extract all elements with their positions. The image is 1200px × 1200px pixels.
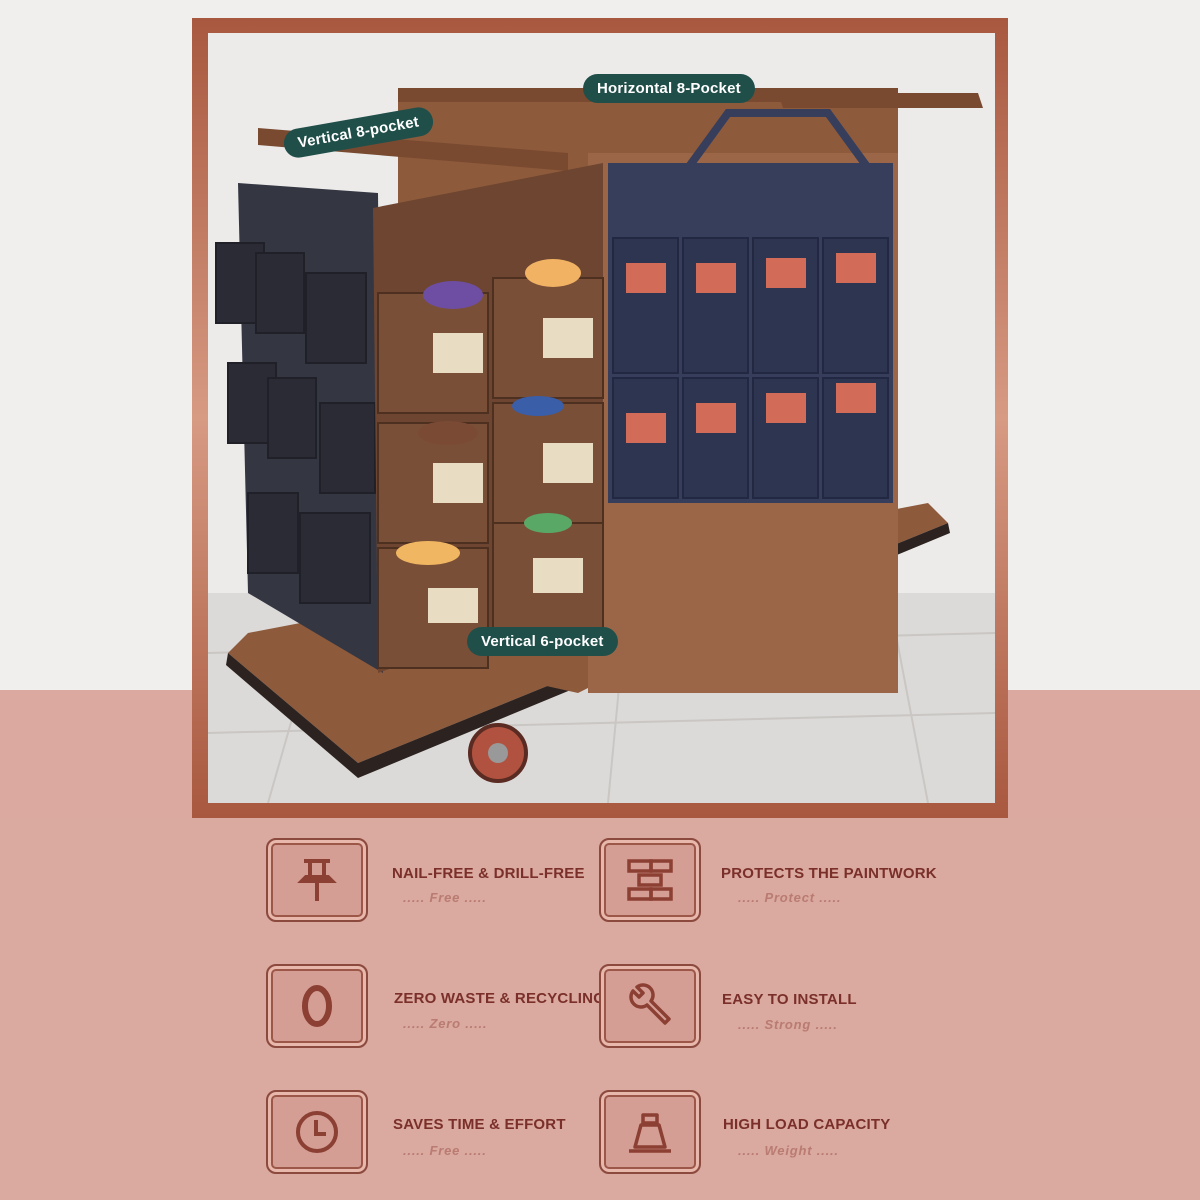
brick-wall-icon — [599, 838, 701, 922]
feature-subtitle: ..... Weight ..... — [738, 1143, 839, 1158]
feature-subtitle: ..... Strong ..... — [738, 1017, 838, 1032]
feature-title: ZERO WASTE & RECYCLING — [394, 990, 606, 1007]
feature-title: NAIL-FREE & DRILL-FREE — [392, 865, 585, 882]
feature-subtitle: ..... Free ..... — [403, 890, 487, 905]
callout-vertical-6-pocket: Vertical 6-pocket — [467, 627, 618, 656]
feature-title: PROTECTS THE PAINTWORK — [721, 865, 937, 882]
clock-icon — [266, 1090, 368, 1174]
feature-title: EASY TO INSTALL — [722, 991, 857, 1008]
pushpin-icon — [266, 838, 368, 922]
callout-horizontal-8-pocket: Horizontal 8-Pocket — [583, 74, 755, 103]
feature-title: HIGH LOAD CAPACITY — [723, 1116, 891, 1133]
features-section: NAIL-FREE & DRILL-FREE ..... Free ..... … — [0, 818, 1200, 1200]
recycle-zero-icon — [266, 964, 368, 1048]
feature-subtitle: ..... Zero ..... — [403, 1016, 488, 1031]
weight-icon — [599, 1090, 701, 1174]
feature-title: SAVES TIME & EFFORT — [393, 1116, 566, 1133]
wrench-icon — [599, 964, 701, 1048]
feature-subtitle: ..... Protect ..... — [738, 890, 842, 905]
feature-subtitle: ..... Free ..... — [403, 1143, 487, 1158]
